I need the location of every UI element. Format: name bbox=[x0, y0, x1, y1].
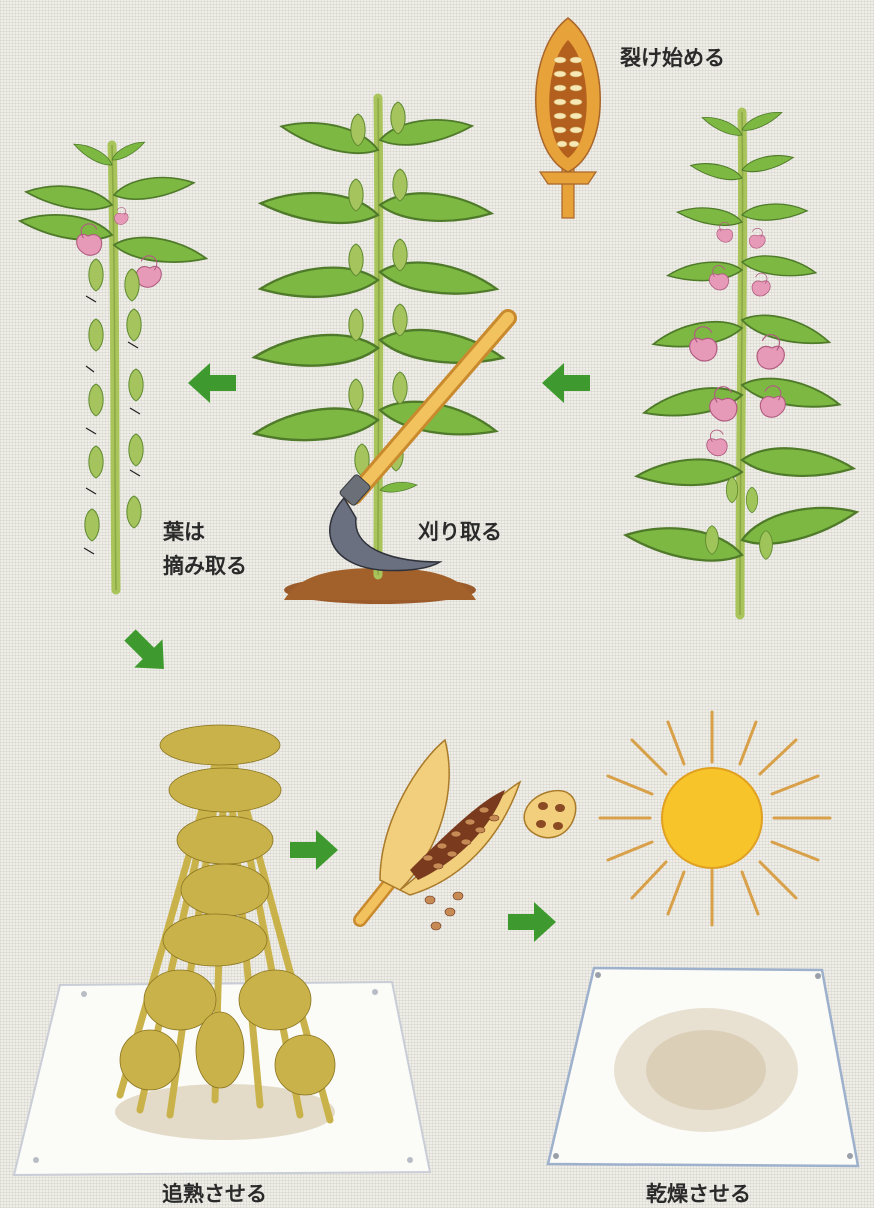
label-leaves-line1: 葉は bbox=[163, 518, 205, 546]
drying-bundle-illustration bbox=[14, 725, 430, 1175]
sun-illustration bbox=[600, 712, 830, 925]
arrow-left-to-bundle bbox=[116, 621, 178, 683]
arrow-pod-to-drying bbox=[508, 902, 556, 942]
label-after-ripening: 追熟させる bbox=[162, 1180, 267, 1208]
split-pod-illustration bbox=[360, 740, 576, 930]
label-drying: 乾燥させる bbox=[646, 1180, 751, 1208]
label-leaves-line2: 摘み取る bbox=[163, 552, 247, 580]
arrow-right-to-middle bbox=[542, 363, 590, 403]
tarp-with-seeds-illustration bbox=[548, 968, 858, 1166]
label-pod-splitting: 裂け始める bbox=[620, 44, 725, 72]
arrow-middle-to-left bbox=[188, 363, 236, 403]
pod-cross-section-illustration bbox=[536, 18, 601, 218]
arrow-bundle-to-pod bbox=[290, 830, 338, 870]
label-harvest: 刈り取る bbox=[418, 518, 502, 546]
flowering-plant-illustration bbox=[624, 108, 860, 615]
